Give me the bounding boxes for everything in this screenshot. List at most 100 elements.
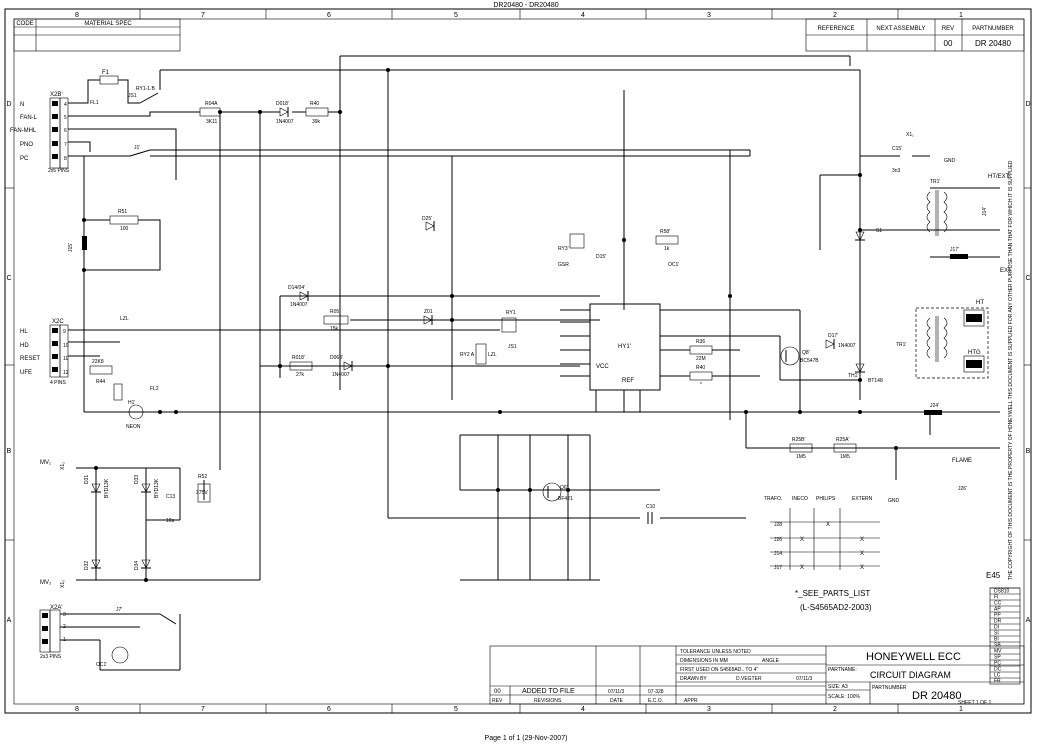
r25b-label: R25B' <box>792 437 806 443</box>
dimensions-text: DIMENSIONS IN MM <box>680 658 728 664</box>
side-table-item: CC <box>994 601 1002 607</box>
r52-value: 275V <box>196 490 208 496</box>
reference-header: REFERENCE <box>817 26 854 32</box>
connector-x2b: X2B' N FAN-L FAN-MHL PNO PC 4 5 6 7 8 2x… <box>10 92 70 174</box>
pin-number: 4 <box>64 102 67 108</box>
pin-label: N <box>20 102 24 108</box>
diode-d068: D068' 1N4007 <box>330 355 353 378</box>
gnd-label: GND <box>888 498 900 504</box>
ry3-value: GSR <box>558 262 569 268</box>
resistor-r40: R40 39k <box>305 101 329 125</box>
angle-text: ANGLE <box>762 658 780 664</box>
ht-label: HT <box>976 300 984 306</box>
trafo-mark: X <box>860 537 864 543</box>
pin-label: PNO <box>20 142 33 148</box>
junction-dots <box>82 68 932 582</box>
trafo-mark: X <box>826 522 830 528</box>
neon-h1: H1' NEON FL2 <box>113 383 159 430</box>
revisions-col: REVISIONS <box>534 698 562 704</box>
ref-label: REF <box>622 378 634 384</box>
row-label: B <box>1026 448 1031 455</box>
mv1-label: MV₁ <box>40 460 51 466</box>
r58-value: 1k <box>664 246 670 252</box>
trafo-mark: X <box>800 537 804 543</box>
neon-label: NEON <box>126 424 141 430</box>
col-label: 4 <box>581 706 585 713</box>
ry1-label: RY1 <box>506 310 516 316</box>
r40-label: R40 <box>310 101 319 107</box>
pin-label: FAN-MHL <box>10 128 37 134</box>
d068-label: D068' <box>330 355 343 361</box>
d31-label: D31 <box>84 475 90 484</box>
r40b-label: R40 <box>696 365 705 371</box>
lzl-label: LZL <box>120 316 129 322</box>
resistor-r25b: R25B' 1M5 <box>789 437 813 460</box>
x2b-caption: 2x5 PINS <box>48 168 70 174</box>
d17-value: 1N4007 <box>838 343 856 349</box>
trafo-header: EXTERN <box>852 496 873 502</box>
d018-value: 1N4007 <box>276 119 294 125</box>
s1-label: S1 <box>876 228 882 234</box>
partnumber-value: DR 20480 <box>975 39 1012 48</box>
r25a-value: 1M5 <box>840 454 850 460</box>
row-label: C <box>6 275 11 282</box>
column-ruler-top: 8 7 6 5 4 3 2 1 <box>75 9 963 19</box>
col-label: 8 <box>75 12 79 19</box>
c15-value: 3n3 <box>892 168 901 174</box>
relay-ry3: RY3' GSR D15' <box>558 233 606 268</box>
x1-label: X1₁ <box>906 132 914 138</box>
j26-label: J26' <box>958 486 967 492</box>
drawing-frame <box>4 8 1032 714</box>
pin-label: FAN-L <box>20 115 38 121</box>
trafo-header: INECO <box>792 496 808 502</box>
copyright-note: THE COPYRIGHT OF THIS DOCUMENT IS THE PR… <box>1008 160 1014 580</box>
doc-id: DR20480 - DR20480 <box>493 2 558 9</box>
drawing-title: CIRCUIT DIAGRAM <box>870 670 951 680</box>
col-label: 1 <box>959 706 963 713</box>
outputs-right: HT/EXT EXT FLAME GND X1₁ GND J24' J17' J… <box>888 132 1012 504</box>
diode-d17: D17' 1N4007 <box>825 333 856 349</box>
transformer-tr1: TR1' <box>926 179 948 236</box>
ic-hy1: HY1' VCC REF <box>589 303 661 391</box>
d018-label: D018' <box>276 101 289 107</box>
ext-label: EXT <box>1000 268 1012 274</box>
r22k-label: 22K8 <box>92 359 104 365</box>
d015-label: D15' <box>596 254 606 260</box>
lzl-label-2: LZL <box>488 352 497 358</box>
js1b-label: JS1 <box>508 344 517 350</box>
row-label: C <box>1025 275 1030 282</box>
j7-label: J7' <box>116 607 122 613</box>
htg-label: HTG <box>968 350 981 356</box>
transformer-tr1-lower: TR1' HT HTG <box>896 300 989 379</box>
trafo-row-label: J17 <box>774 565 782 571</box>
side-table-item: AP <box>994 607 1001 613</box>
pin-number: 5 <box>64 115 67 121</box>
appr-col: APPR <box>684 698 698 704</box>
code-header: CODE <box>16 21 33 27</box>
trafo-mark: X <box>800 565 804 571</box>
mv2-label: MV₂ <box>40 580 52 586</box>
r36-label: R36 <box>696 339 705 345</box>
d-value: BYD13K <box>154 478 160 498</box>
row-label: D <box>1025 101 1030 108</box>
side-table-item: BI <box>994 637 999 643</box>
inner-frame <box>13 18 1025 705</box>
sheet-text: SHEET 1 OF 1 <box>958 700 991 706</box>
d14-value: 1N4007 <box>290 302 308 308</box>
resistor-r44: 22K8 R44 <box>89 359 113 385</box>
x2a-caption: 2x3 PINS <box>40 654 62 660</box>
drawing-number: DR 20480 <box>912 690 962 702</box>
rev-row-eco: 07-328 <box>648 689 664 695</box>
drawn-by-value: D.VEGTER <box>736 676 762 682</box>
d34-label: D34 <box>134 561 140 570</box>
d32-label: D32 <box>84 561 90 570</box>
side-table-item: DS810 <box>994 589 1010 595</box>
r05-value: 15k <box>330 326 339 332</box>
trafo-mark: X <box>860 565 864 571</box>
trafo-row-label: J14 <box>774 551 782 557</box>
side-table-item: SP <box>994 655 1001 661</box>
pin-number: 10 <box>63 343 69 349</box>
r40-value: 39k <box>312 119 321 125</box>
resistor-r58: R58' 1k OC1' <box>655 229 679 268</box>
